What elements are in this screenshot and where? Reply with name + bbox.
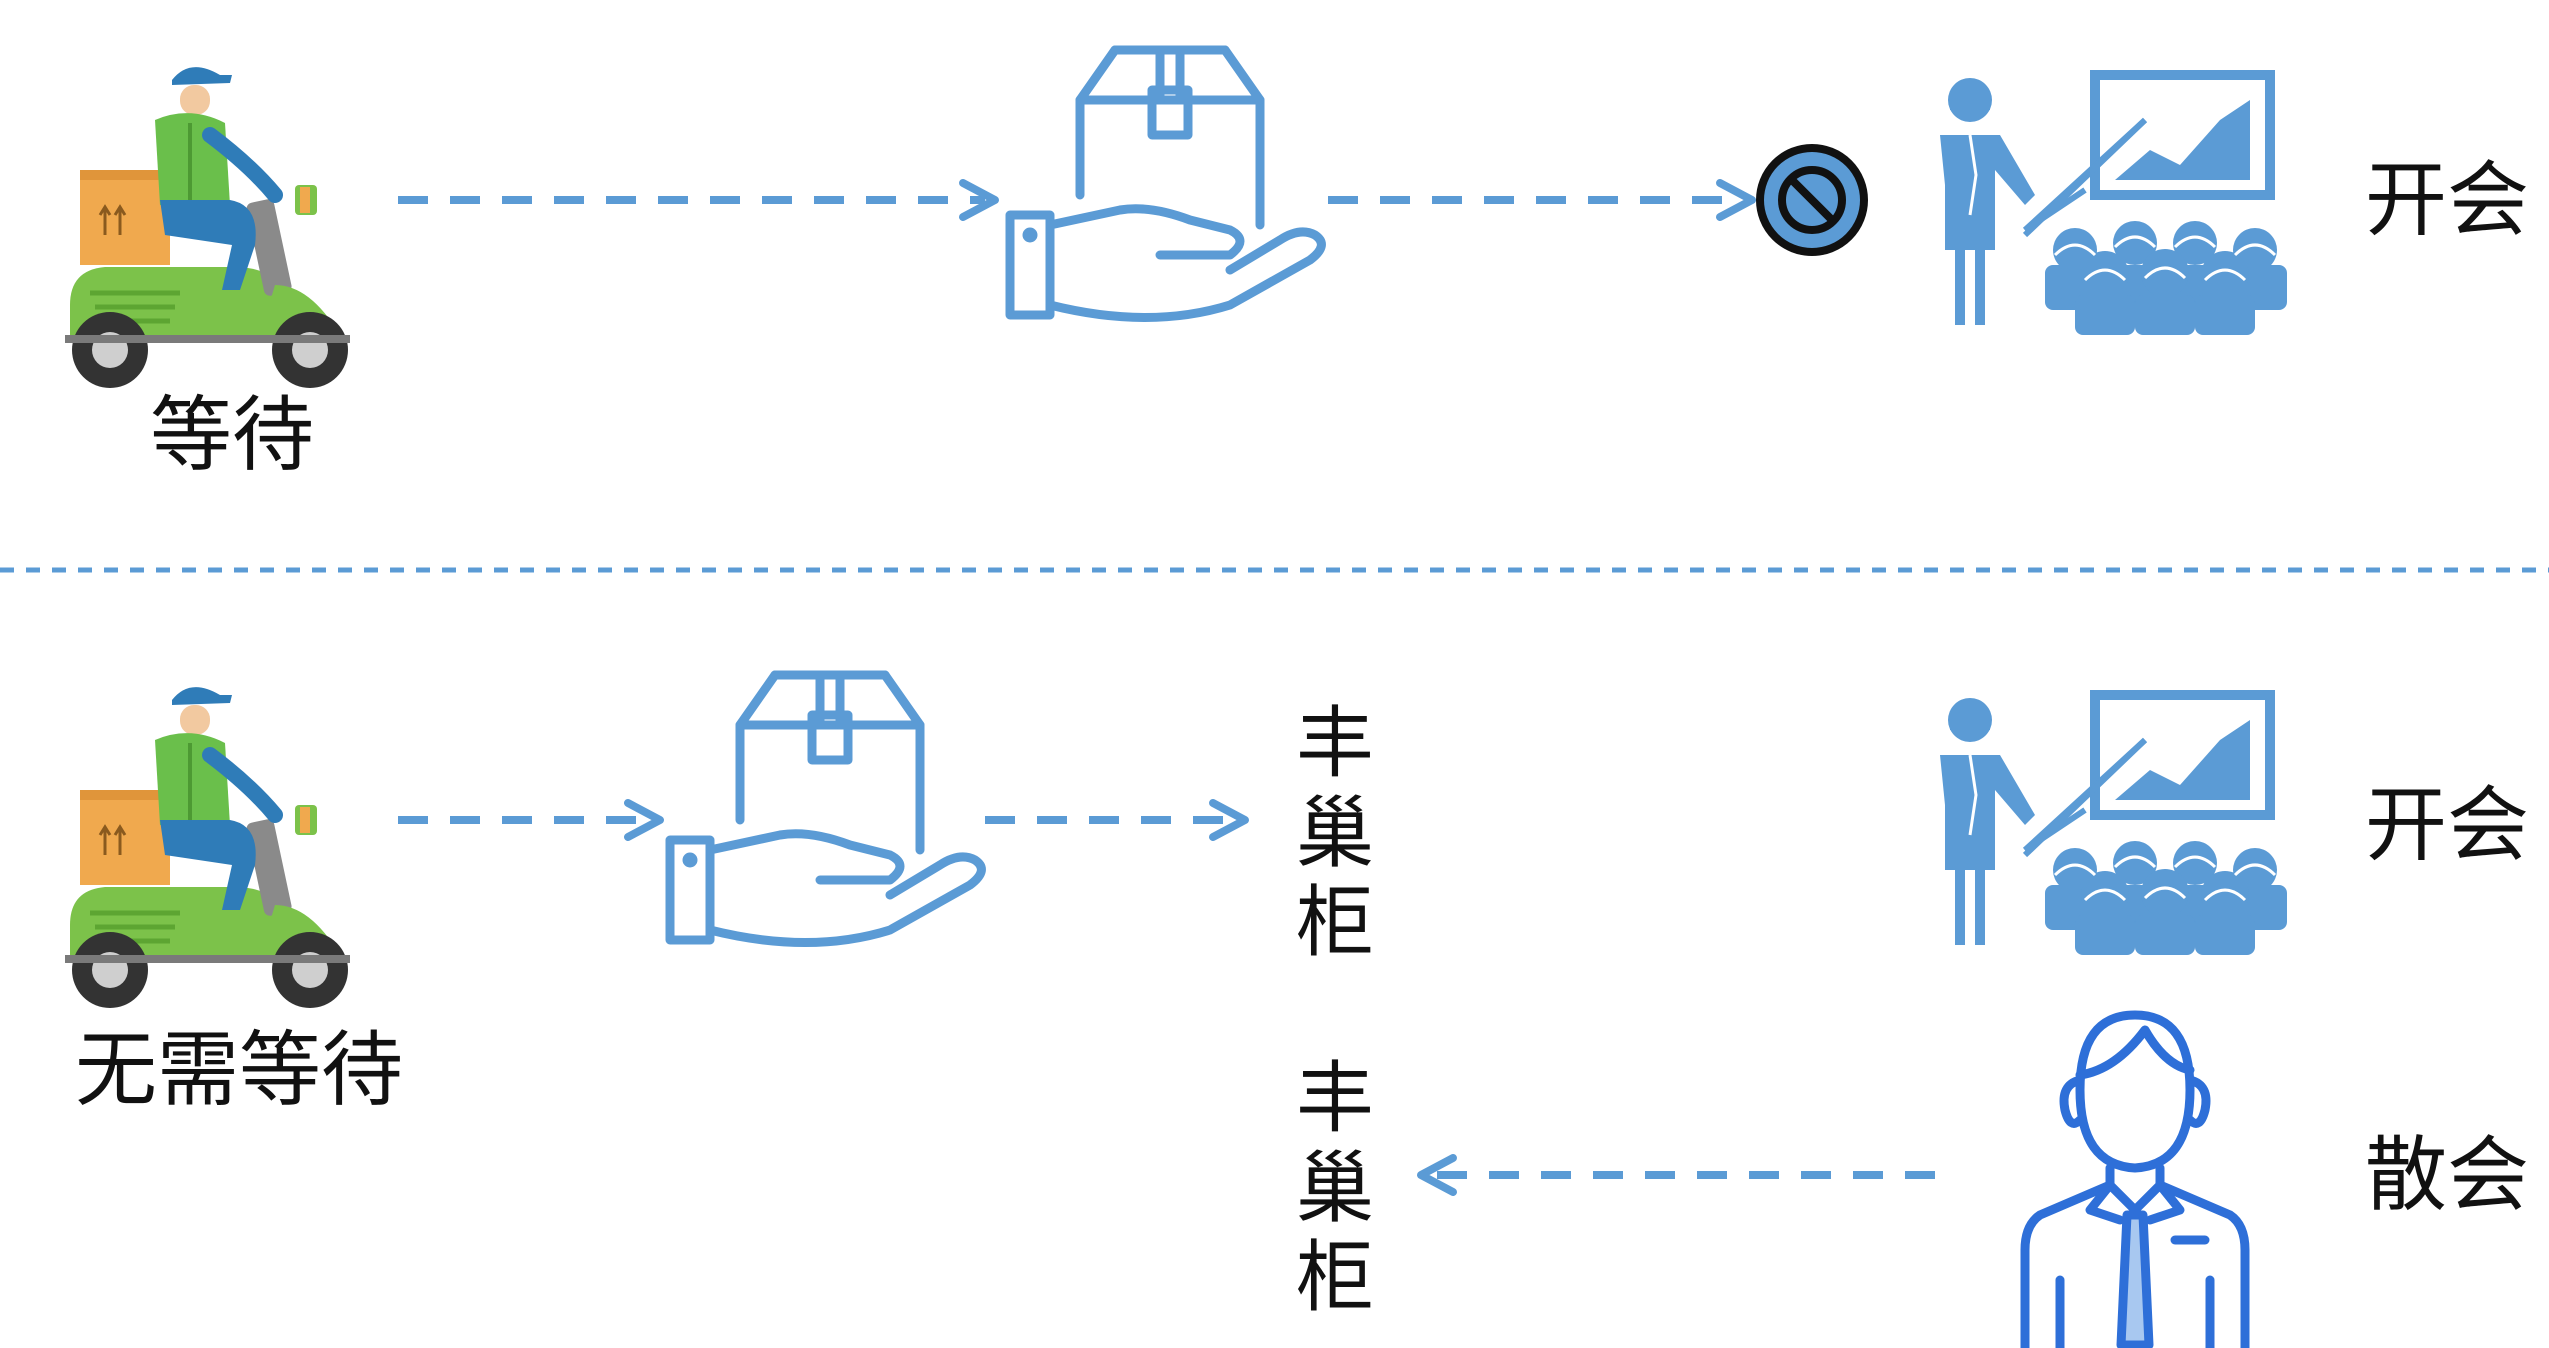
arrowhead: [1417, 1154, 1457, 1196]
office-worker-icon: [2025, 1015, 2245, 1348]
arrowhead: [959, 179, 999, 221]
meeting-dismissed-label: 散会: [2365, 1128, 2530, 1223]
meeting-label: 开会: [2365, 778, 2530, 873]
package-in-hand-icon: [670, 675, 981, 943]
arrowhead: [624, 799, 664, 841]
locker-label: 丰巢柜: [1295, 1054, 1374, 1324]
meeting-label: 开会: [2365, 153, 2530, 248]
presentation-meeting-icon: [1940, 695, 2287, 955]
locker-label: 丰巢柜: [1295, 699, 1374, 969]
waiting-label: 等待: [150, 388, 315, 483]
presentation-meeting-icon: [1940, 75, 2287, 335]
prohibited-icon: [1756, 144, 1868, 256]
delivery-scooter-icon: [65, 67, 350, 388]
arrowhead: [1716, 179, 1756, 221]
package-in-hand-icon: [1010, 50, 1321, 318]
no-waiting-label: 无需等待: [75, 1023, 404, 1118]
delivery-scooter-icon: [65, 687, 350, 1008]
arrowhead: [1209, 799, 1249, 841]
